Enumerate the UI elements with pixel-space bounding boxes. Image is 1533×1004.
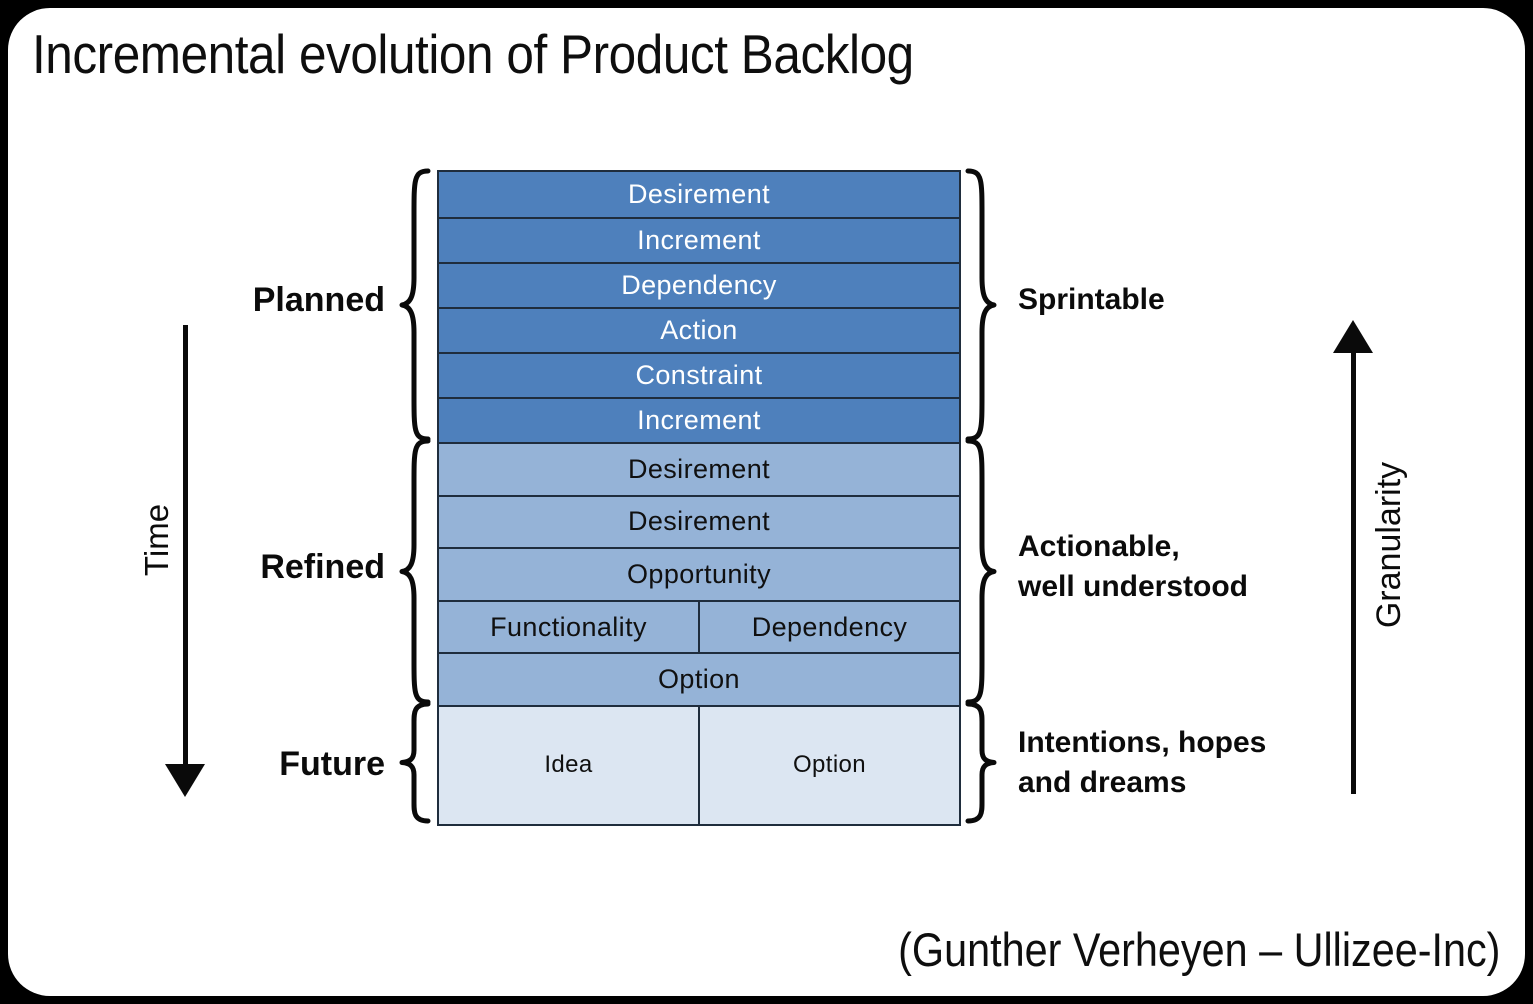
stack-row: Desirement [439, 494, 959, 548]
time-arrowhead-down-icon [165, 764, 205, 797]
stack-row: Desirement [439, 172, 959, 217]
row-label: Functionality [490, 611, 647, 642]
stack-row: Constraint [439, 352, 959, 397]
right-brace-sprintable [965, 168, 997, 442]
row-label: Option [698, 706, 959, 824]
left-brace-planned [399, 168, 431, 442]
granularity-arrowhead-up-icon [1333, 320, 1373, 353]
row-label: Desirement [627, 453, 771, 484]
granularity-arrow-line [1351, 351, 1356, 794]
row-label: Dependency [621, 270, 777, 300]
page-title: Incremental evolution of Product Backlog [32, 23, 914, 85]
row-label: Dependency [698, 601, 959, 653]
row-label: Constraint [635, 360, 763, 390]
stack-row: Opportunity [439, 547, 959, 600]
right-brace-actionable [965, 438, 997, 705]
attribution-text: (Gunther Verheyen – Ullizee-Inc) [897, 923, 1500, 976]
annotation-line: Intentions, hopes [1018, 726, 1267, 759]
annotation-line: Sprintable [1018, 283, 1165, 316]
row-label: Desirement [627, 506, 771, 537]
row-label: Idea [544, 751, 593, 779]
stack-row-split: Idea Option [439, 704, 959, 824]
annotation-actionable: Actionable, well understood [1018, 527, 1248, 607]
row-label: Opportunity [627, 558, 771, 589]
annotation-line: and dreams [1018, 766, 1187, 799]
stack-row: Option [439, 652, 959, 705]
granularity-axis-label: Granularity [1370, 461, 1408, 629]
annotation-line: Actionable, [1018, 530, 1180, 563]
row-label: Action [660, 315, 738, 345]
annotation-sprintable: Sprintable [1018, 280, 1165, 320]
time-axis-label: Time [138, 503, 175, 577]
row-label: Option [658, 664, 740, 695]
stage-label-planned: Planned [252, 281, 385, 319]
stack-row: Dependency [439, 262, 959, 307]
row-label: Desirement [627, 179, 771, 209]
right-brace-intentions [965, 701, 997, 824]
annotation-line: well understood [1018, 570, 1249, 603]
stack-row: Increment [439, 217, 959, 262]
annotation-intentions: Intentions, hopes and dreams [1018, 723, 1266, 803]
stage-label-future: Future [279, 745, 385, 783]
stack-row: Desirement [439, 442, 959, 495]
left-brace-refined [399, 438, 431, 705]
left-brace-future [399, 701, 431, 824]
backlog-stack: Desirement Increment Dependency Action C… [437, 170, 961, 826]
row-label: Increment [637, 405, 761, 435]
stack-row: Action [439, 307, 959, 352]
stack-row: Increment [439, 397, 959, 442]
row-label: Increment [637, 225, 761, 255]
stack-row-split: Functionality Dependency [439, 599, 959, 653]
time-arrow-line [183, 325, 188, 766]
stage-label-refined: Refined [260, 548, 385, 586]
